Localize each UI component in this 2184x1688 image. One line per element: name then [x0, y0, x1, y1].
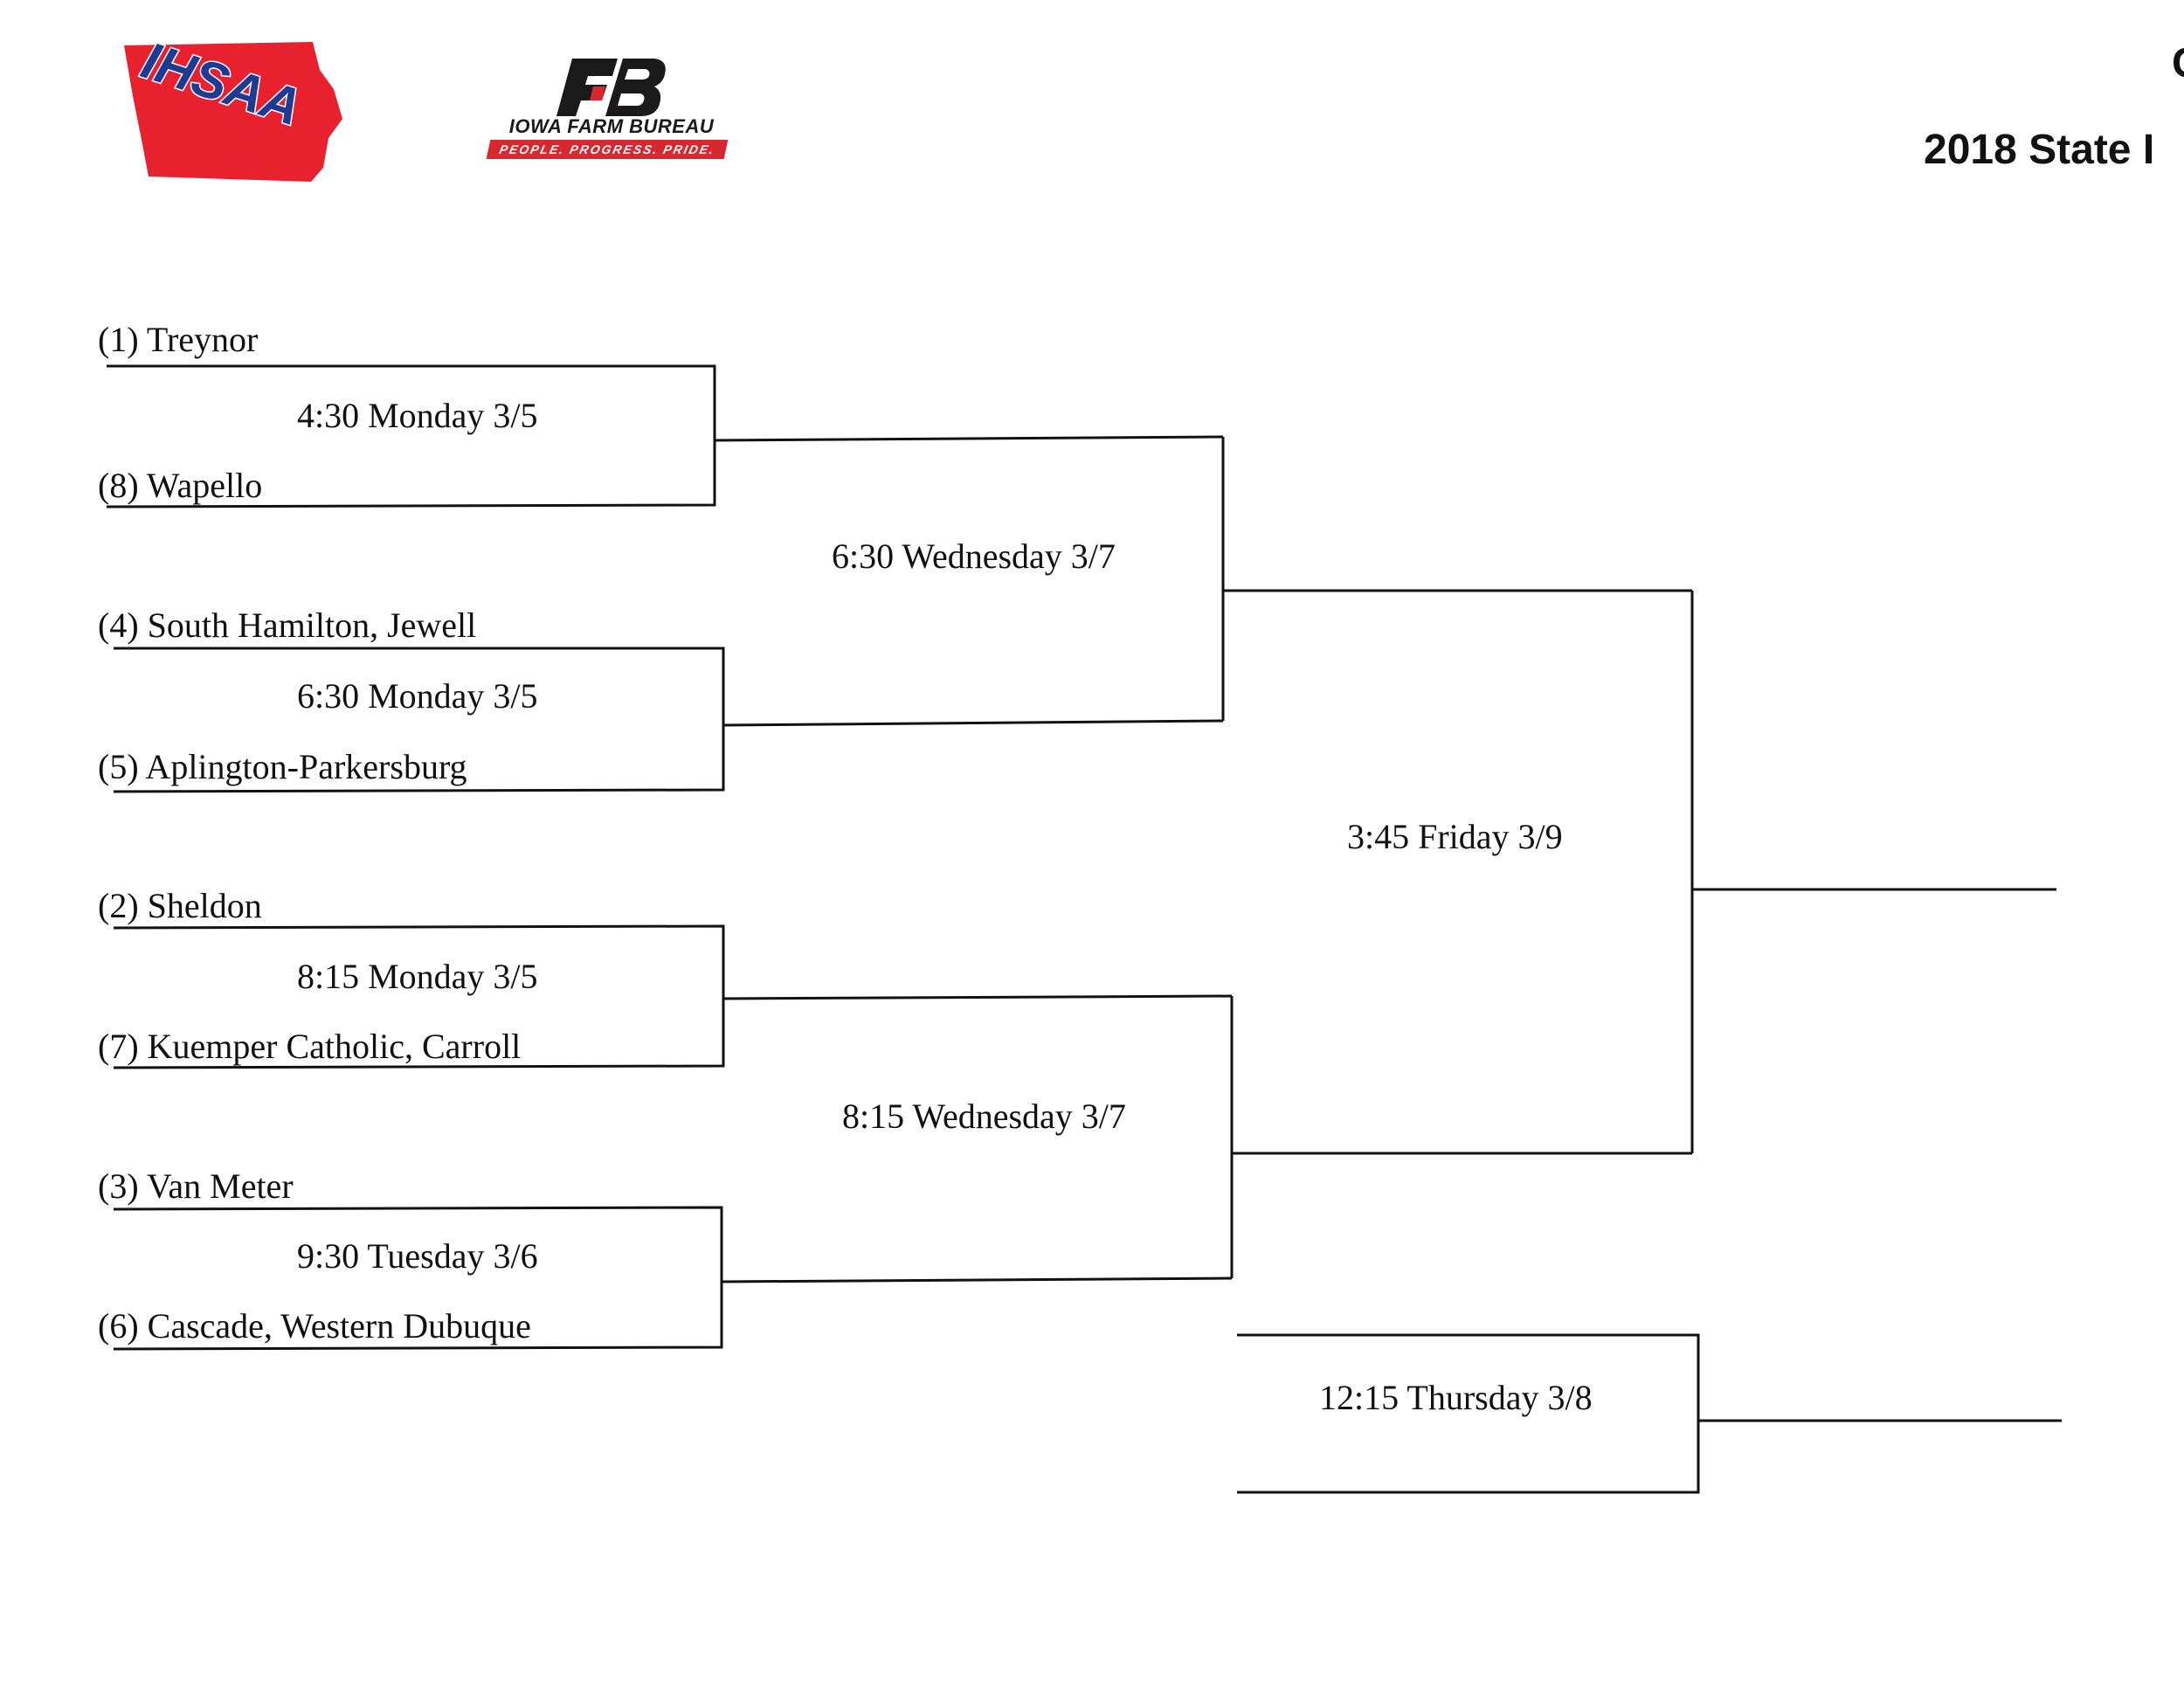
farm-bureau-mark-icon — [556, 59, 666, 116]
team-van-meter: (3) Van Meter — [98, 1166, 294, 1206]
team-kuemper-catholic: (7) Kuemper Catholic, Carroll — [98, 1027, 522, 1066]
bracket-line-qf2 — [113, 647, 725, 793]
team-south-hamilton: (4) South Hamilton, Jewell — [98, 605, 477, 645]
game-time-sf1: 6:30 Wednesday 3/7 — [832, 536, 1116, 576]
iowa-farm-bureau-logo: IOWA FARM BUREAU PEOPLE. PROGRESS. PRIDE… — [485, 52, 738, 166]
bracket-line-qf1-out — [714, 435, 1224, 442]
game-time-qf2: 6:30 Monday 3/5 — [297, 676, 538, 716]
bracket-line-qf2-out — [722, 719, 1224, 727]
farm-bureau-name: IOWA FARM BUREAU — [508, 115, 715, 137]
page-title-fragment: C — [2172, 39, 2184, 87]
bracket-line-qf3 — [113, 924, 725, 1069]
game-time-qf1: 4:30 Monday 3/5 — [297, 396, 538, 435]
bracket-line-qf4 — [113, 1206, 723, 1351]
game-time-final: 3:45 Friday 3/9 — [1347, 817, 1563, 856]
bracket-line-qf3-out — [722, 994, 1233, 1000]
team-cascade: (6) Cascade, Western Dubuque — [98, 1306, 531, 1346]
game-time-qf4: 9:30 Tuesday 3/6 — [297, 1236, 538, 1276]
team-sheldon: (2) Sheldon — [98, 886, 262, 925]
iowa-state-shape — [124, 42, 342, 182]
team-aplington-parkersburg: (5) Aplington-Parkersburg — [98, 747, 467, 786]
page-subtitle: 2018 State I — [1924, 127, 2155, 173]
ihsaa-logo: IHSAA — [114, 30, 349, 192]
game-time-qf3: 8:15 Monday 3/5 — [297, 957, 538, 996]
bracket-line-qf1 — [106, 364, 716, 508]
bracket-line-qf4-out — [721, 1276, 1233, 1283]
game-time-sf2: 8:15 Wednesday 3/7 — [842, 1097, 1126, 1136]
game-time-third-place: 12:15 Thursday 3/8 — [1319, 1378, 1593, 1417]
team-wapello: (8) Wapello — [98, 466, 263, 505]
team-treynor: (1) Treynor — [98, 320, 259, 359]
bracket-line-third-place — [1237, 1333, 1700, 1494]
